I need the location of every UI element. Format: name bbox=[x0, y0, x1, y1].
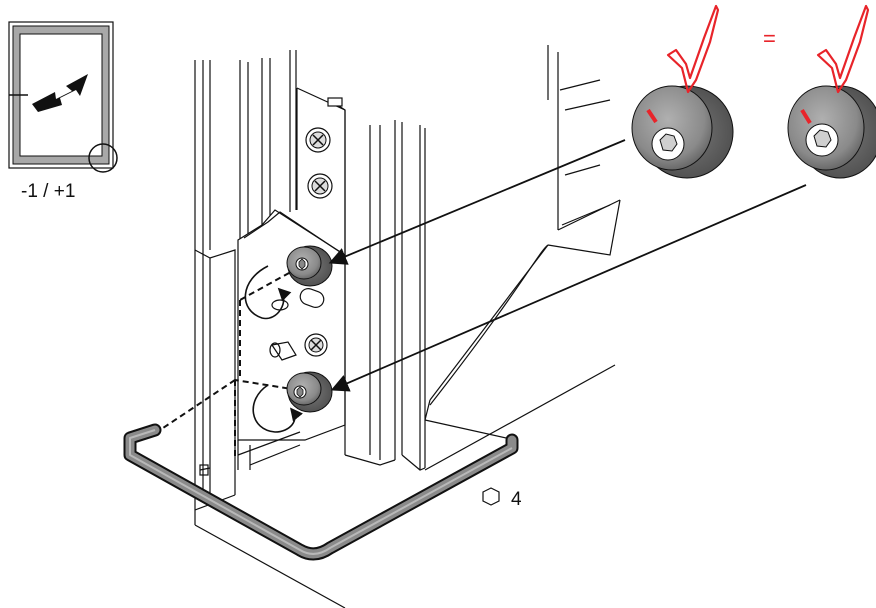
hex-key-size-label: 4 bbox=[511, 489, 522, 510]
cam-detail-right bbox=[787, 85, 876, 179]
equals-sign: = bbox=[763, 26, 776, 51]
adjust-range-label: -1 / +1 bbox=[21, 181, 75, 202]
dashed-guides bbox=[159, 267, 299, 460]
cam-marker bbox=[800, 108, 812, 125]
rotation-arrow-icon bbox=[244, 265, 303, 433]
hinge-plate bbox=[237, 209, 346, 470]
hex-key-icon bbox=[482, 487, 500, 506]
screw-icon bbox=[304, 333, 328, 357]
pointer-lines bbox=[328, 139, 807, 392]
screw-icon bbox=[305, 127, 331, 153]
checkmark-icon bbox=[666, 4, 720, 94]
eccentric-cam-upper bbox=[286, 245, 333, 287]
cam-marker bbox=[646, 108, 658, 124]
frame-profile bbox=[194, 50, 346, 608]
adjust-arrows-icon bbox=[32, 74, 88, 112]
screw-icon bbox=[307, 173, 333, 199]
checkmark-icon bbox=[816, 4, 870, 94]
sash-adjust-icon bbox=[8, 21, 118, 173]
sash-profile bbox=[344, 45, 621, 471]
eccentric-cam-lower bbox=[286, 371, 333, 413]
cam-detail-left bbox=[631, 85, 734, 179]
corner-detail-circle bbox=[88, 143, 118, 173]
hex-key-tool bbox=[123, 423, 519, 561]
